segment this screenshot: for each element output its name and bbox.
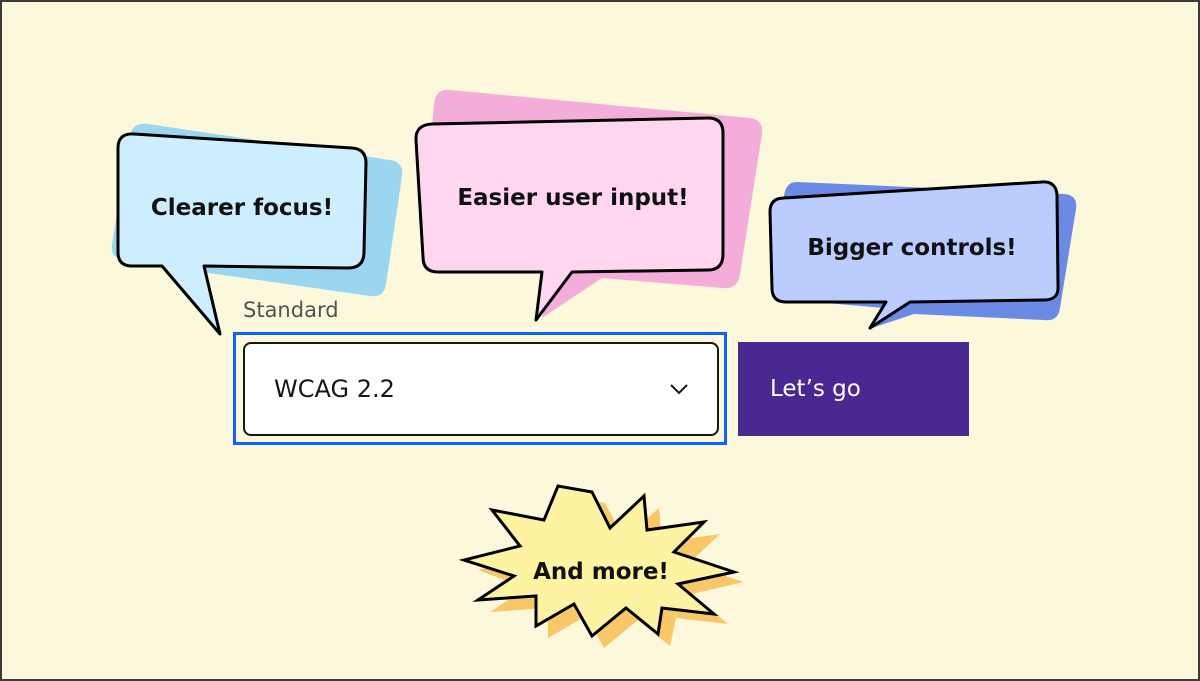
more-burst-text: And more!: [533, 559, 669, 585]
more-burst: [458, 484, 740, 639]
input-bubble-text: Easier user input!: [457, 185, 689, 211]
controls-bubble-text: Bigger controls!: [807, 235, 1017, 261]
standard-select[interactable]: WCAG 2.2: [243, 342, 719, 436]
focus-bubble: [116, 132, 368, 336]
standard-select-value: WCAG 2.2: [274, 375, 395, 403]
select-focus-ring: [233, 332, 727, 445]
standard-field-label: Standard: [243, 298, 339, 322]
chevron-down-icon: [670, 384, 688, 395]
lets-go-button[interactable]: Let’s go: [738, 342, 969, 436]
input-bubble: [414, 116, 725, 322]
focus-bubble-text: Clearer focus!: [150, 195, 334, 221]
controls-bubble: [768, 180, 1060, 330]
